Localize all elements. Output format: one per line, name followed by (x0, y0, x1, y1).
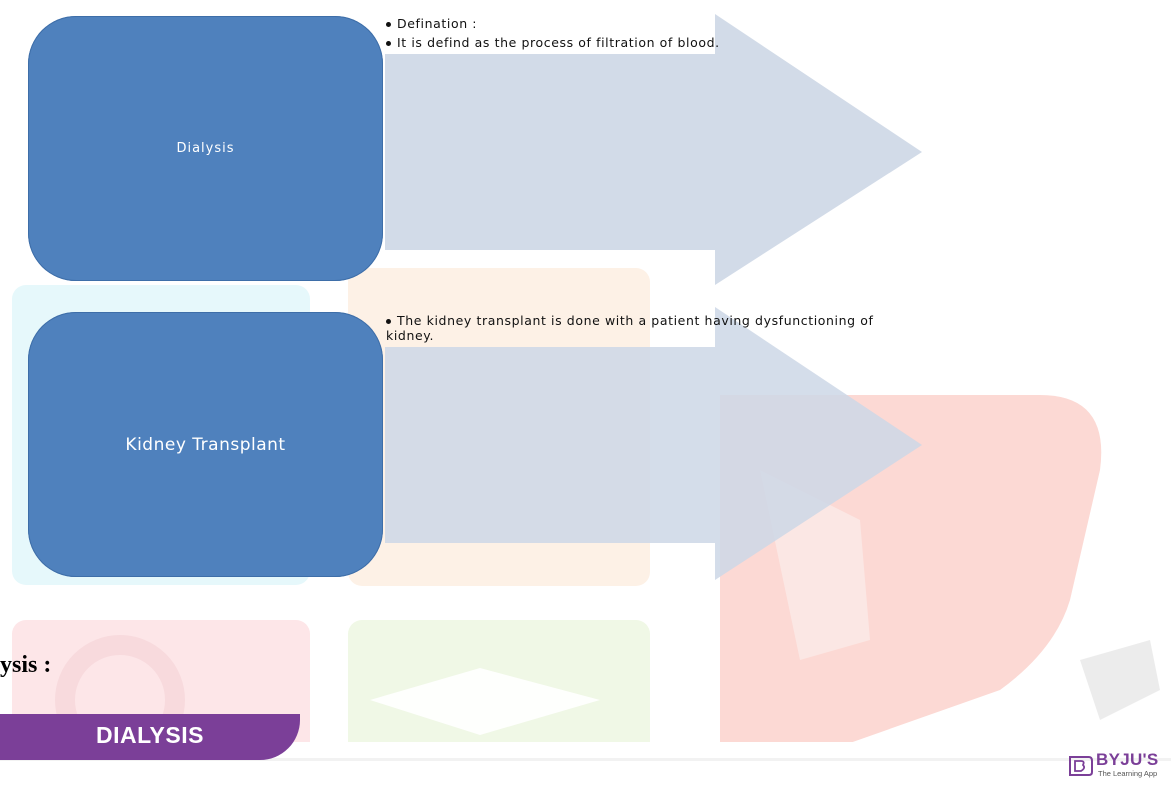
kidney-transplant-box: Kidney Transplant (28, 312, 383, 577)
watermark-cap-icon (370, 668, 600, 735)
kidney-bullet-1: The kidney transplant is done with a pat… (386, 313, 886, 343)
kidney-bullet-1-text: The kidney transplant is done with a pat… (386, 313, 874, 343)
dialysis-box: Dialysis (28, 16, 383, 281)
bullet-icon (386, 319, 391, 324)
footer-tab (0, 714, 300, 760)
watermark-letters (1080, 640, 1160, 720)
footer-divider (0, 758, 1171, 761)
logo-subtext: The Learning App (1098, 769, 1158, 778)
dialysis-bullet-1-text: Defination : (397, 16, 478, 31)
dialysis-bullet-2: It is defind as the process of filtratio… (386, 35, 720, 50)
bullet-icon (386, 41, 391, 46)
kidney-transplant-box-label: Kidney Transplant (125, 434, 286, 455)
dialysis-box-label: Dialysis (176, 141, 235, 156)
section-heading: ysis : (0, 652, 52, 678)
dialysis-bullet-1: Defination : (386, 16, 477, 31)
dialysis-bullet-2-text: It is defind as the process of filtratio… (397, 35, 720, 50)
byjus-logo: BYJU'S The Learning App (1062, 750, 1162, 790)
bullet-icon (386, 22, 391, 27)
footer-tab-label: DIALYSIS (96, 722, 204, 748)
byjus-logo-icon (1069, 756, 1093, 776)
arrow-dialysis (385, 14, 922, 285)
logo-text: BYJU'S (1096, 750, 1159, 769)
arrow-kidney-transplant (385, 307, 922, 580)
